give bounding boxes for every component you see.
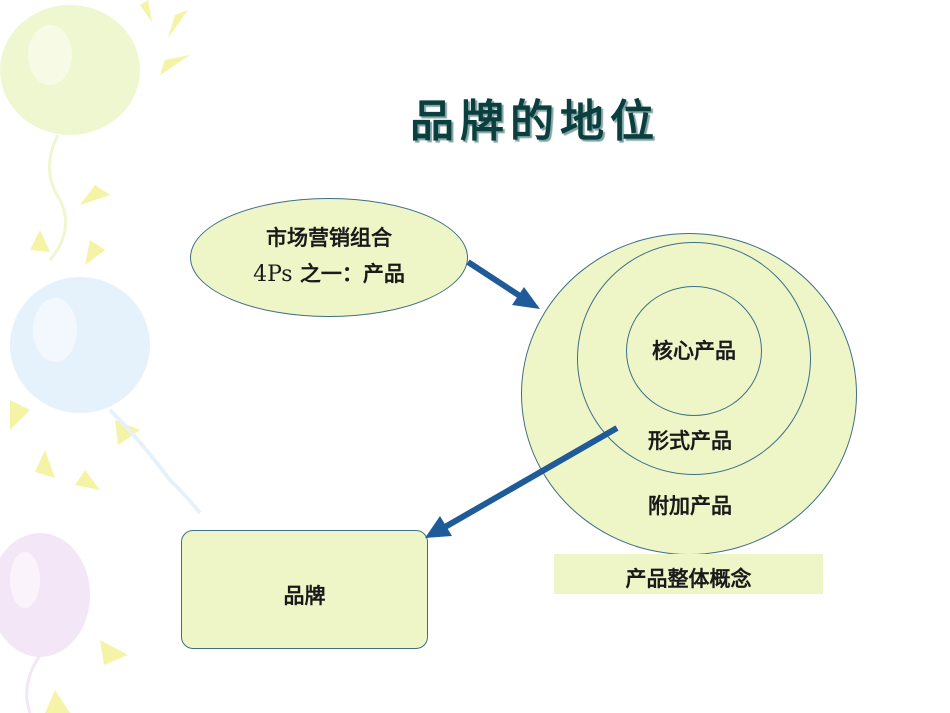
rays-decoration [10, 0, 190, 713]
four-ps-rest: 之一：产品 [292, 262, 405, 286]
four-ps-prefix: 4Ps [253, 262, 293, 287]
brand-label: 品牌 [283, 584, 326, 608]
page-title: 品牌的地位 [410, 96, 660, 147]
core-product-label: 核心产品 [652, 339, 736, 363]
brand-box [181, 530, 428, 649]
arrow-product-to-brand [425, 425, 619, 538]
marketing-mix-label: 市场营销组合 [266, 226, 392, 250]
balloon-purple [0, 533, 90, 713]
marketing-mix-ellipse [190, 198, 468, 317]
four-ps-label: 4Ps 之一：产品 [190, 258, 468, 288]
augmented-product-label: 附加产品 [648, 494, 732, 518]
product-concept-caption-box [554, 554, 823, 594]
balloon-green [0, 5, 140, 261]
product-concept-caption: 产品整体概念 [625, 567, 752, 591]
arrow-marketing-to-product [466, 259, 540, 309]
balloon-blue [10, 277, 202, 515]
core-product-circle [626, 286, 762, 416]
form-product-label: 形式产品 [648, 429, 732, 453]
